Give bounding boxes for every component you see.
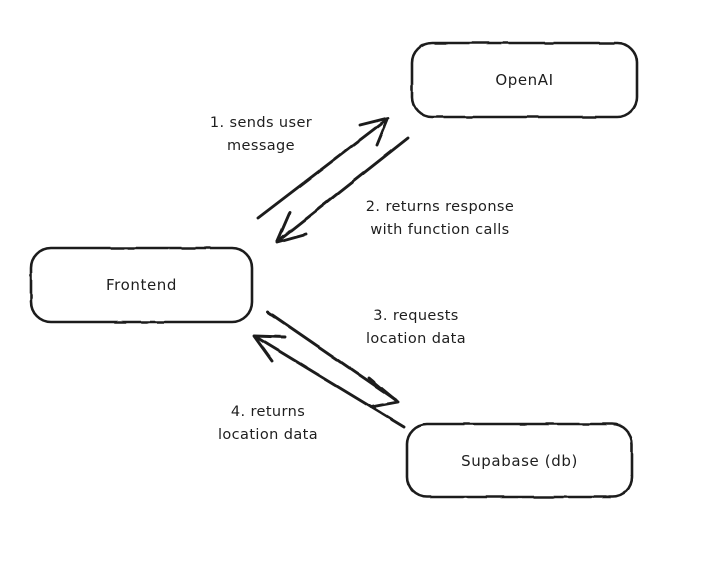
edge-1-line xyxy=(256,118,388,220)
edge-2-line xyxy=(277,136,410,242)
edge-4-supabase-to-frontend xyxy=(252,334,406,429)
edge-4-line xyxy=(254,335,406,429)
edge-2-openai-to-frontend xyxy=(275,136,410,244)
edge-2-arrowhead-icon xyxy=(275,210,308,244)
node-supabase[interactable] xyxy=(405,422,634,499)
edge-4-arrowhead-icon xyxy=(252,334,287,363)
node-openai[interactable] xyxy=(410,41,639,119)
edge-1-arrowhead-icon xyxy=(358,116,390,147)
node-frontend-shape xyxy=(29,246,254,324)
edge-3-line xyxy=(266,310,398,402)
node-frontend[interactable] xyxy=(29,246,254,324)
node-supabase-shape xyxy=(405,422,634,499)
edge-3-frontend-to-supabase xyxy=(266,310,400,409)
edge-1-frontend-to-openai xyxy=(256,116,390,220)
node-openai-shape xyxy=(410,41,639,119)
edge-3-arrowhead-icon xyxy=(367,376,400,409)
